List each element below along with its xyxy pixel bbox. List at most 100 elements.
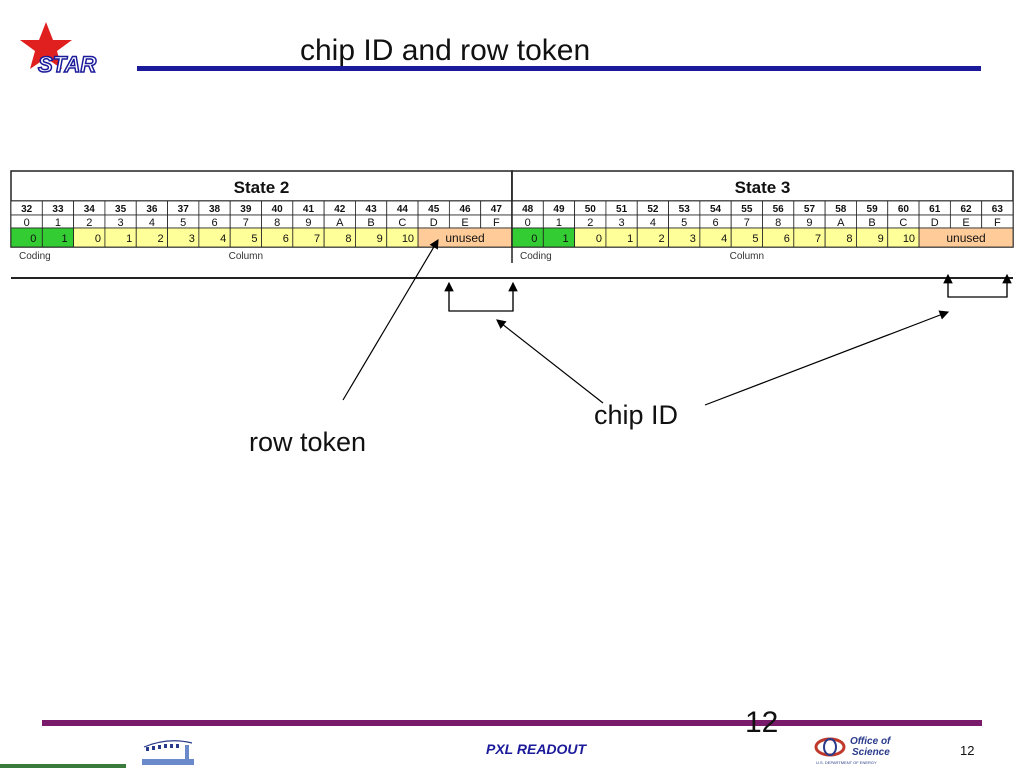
bit-number: 52 — [647, 204, 659, 215]
column-value: 7 — [815, 233, 821, 245]
column-value: 9 — [878, 233, 884, 245]
hex-digit: E — [461, 217, 468, 229]
coding-value: 0 — [30, 233, 36, 245]
office-logo-icon — [814, 737, 846, 757]
bit-number: 38 — [209, 204, 221, 215]
column-value: 3 — [690, 233, 696, 245]
hex-digit: B — [868, 217, 875, 229]
footer-title: PXL READOUT — [486, 741, 587, 757]
column-value: 0 — [95, 233, 101, 245]
hex-digit: C — [899, 217, 907, 229]
column-value: 5 — [752, 233, 758, 245]
column-value: 1 — [627, 233, 633, 245]
column-value: 10 — [402, 233, 414, 245]
chip-id-bracket-left — [448, 285, 514, 312]
coding-value: 0 — [531, 233, 537, 245]
hex-digit: 9 — [305, 217, 311, 229]
bit-number: 45 — [428, 204, 440, 215]
chip-id-label: chip ID — [594, 400, 679, 430]
hex-digit: E — [962, 217, 969, 229]
bit-number: 54 — [710, 204, 722, 215]
column-value: 10 — [903, 233, 915, 245]
bit-number: 59 — [867, 204, 879, 215]
hex-digit: D — [430, 217, 438, 229]
hex-digit: 3 — [619, 217, 625, 229]
coding-value: 1 — [62, 233, 68, 245]
hex-digit: 0 — [525, 217, 531, 229]
logo-text: STAR — [38, 52, 96, 77]
hex-digit: 2 — [587, 217, 593, 229]
column-value: 9 — [377, 233, 383, 245]
hex-digit: 8 — [274, 217, 280, 229]
hex-digit: 1 — [55, 217, 61, 229]
chip-id-bracket-right — [947, 277, 1008, 298]
bit-number: 60 — [898, 204, 910, 215]
bit-number: 58 — [835, 204, 847, 215]
coding-label: Coding — [520, 251, 552, 262]
bit-number: 50 — [585, 204, 597, 215]
hex-digit: 0 — [24, 217, 30, 229]
footer-strip — [0, 764, 126, 768]
title-rule — [137, 66, 981, 71]
hex-digit: 6 — [712, 217, 718, 229]
column-value: 6 — [283, 233, 289, 245]
bit-number: 62 — [960, 204, 972, 215]
star-icon — [20, 22, 72, 69]
hex-digit: 6 — [211, 217, 217, 229]
hex-digit: F — [994, 217, 1001, 229]
column-value: 4 — [721, 233, 727, 245]
slide-title: chip ID and row token — [300, 34, 591, 67]
lab-logo — [142, 740, 194, 765]
hex-digit: 7 — [744, 217, 750, 229]
bit-number: 44 — [397, 204, 409, 215]
office-logo-line1: Office of — [850, 736, 892, 747]
bit-number: 33 — [52, 204, 64, 215]
big-page-number: 12 — [745, 706, 779, 739]
bit-number: 43 — [366, 204, 378, 215]
bit-number: 37 — [178, 204, 190, 215]
unused-cell — [918, 227, 1014, 248]
bit-number: 55 — [741, 204, 753, 215]
column-value: 2 — [157, 233, 163, 245]
office-logo-sub: U.S. DEPARTMENT OF ENERGY — [816, 760, 877, 765]
column-value: 3 — [189, 233, 195, 245]
bit-number: 53 — [679, 204, 691, 215]
hex-digit: D — [931, 217, 939, 229]
hex-digit: 3 — [118, 217, 124, 229]
state-header: State 2 — [234, 178, 290, 197]
star-logo: STAR — [20, 22, 97, 78]
office-of-science-logo: Office of Science U.S. DEPARTMENT OF ENE… — [814, 736, 892, 765]
hex-digit: C — [398, 217, 406, 229]
page-number: 12 — [960, 743, 975, 758]
bit-number: 40 — [272, 204, 284, 215]
hex-digit: 8 — [775, 217, 781, 229]
bit-number: 34 — [84, 204, 96, 215]
hex-digit: 1 — [556, 217, 562, 229]
bit-number: 42 — [334, 204, 346, 215]
bit-number: 57 — [804, 204, 816, 215]
footer-rule — [42, 720, 982, 726]
bit-number: 61 — [929, 204, 941, 215]
bit-number: 39 — [240, 204, 252, 215]
coding-label: Coding — [19, 251, 51, 262]
hex-digit: A — [336, 217, 344, 229]
hex-digit: 4 — [149, 217, 155, 229]
column-value: 2 — [658, 233, 664, 245]
coding-value: 1 — [563, 233, 569, 245]
hex-digit: 5 — [180, 217, 186, 229]
state-header: State 3 — [735, 178, 791, 197]
bit-number: 56 — [773, 204, 785, 215]
bit-number: 36 — [146, 204, 158, 215]
row-token-label: row token — [249, 427, 367, 457]
column-value: 8 — [846, 233, 852, 245]
column-label: Column — [229, 251, 263, 262]
bit-number: 49 — [553, 204, 565, 215]
office-logo-line2: Science — [852, 747, 890, 758]
column-value: 8 — [345, 233, 351, 245]
unused-label: unused — [946, 231, 985, 245]
column-value: 6 — [784, 233, 790, 245]
hex-digit: 9 — [806, 217, 812, 229]
hex-digit: A — [837, 217, 845, 229]
